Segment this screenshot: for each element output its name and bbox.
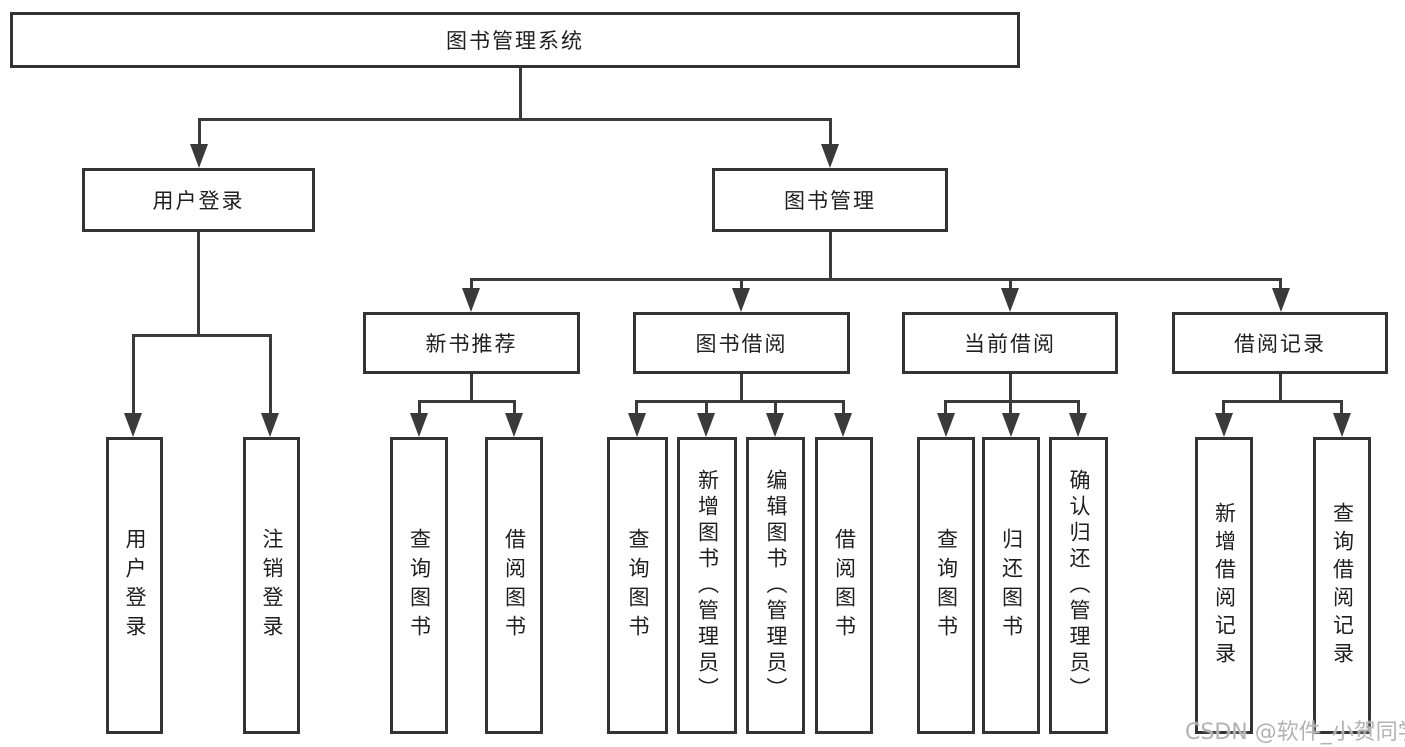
node-user-login: 用户登录 [82,168,315,232]
leaf-borrow-query-book: 查询图书 [607,437,668,734]
connector-line [1009,400,1012,417]
leaf-borrow-borrow-book: 借阅图书 [815,437,873,734]
connector-line [198,118,201,146]
connector-line [470,278,473,292]
leaf-borrow-query-book-label: 查询图书 [626,527,650,644]
leaf-user-login: 用户登录 [106,437,163,734]
node-library-system-label: 图书管理系统 [446,29,584,53]
node-new-book-recommend-label: 新书推荐 [425,332,518,356]
connector-line [1222,400,1343,403]
connector-line [269,334,272,417]
leaf-recommend-borrow-book: 借阅图书 [485,437,543,734]
leaf-user-login-label: 用户登录 [123,527,147,644]
leaf-record-add-borrow-record-label: 新增借阅记录 [1212,501,1237,670]
node-user-login-label: 用户登录 [152,189,245,213]
leaf-record-query-borrow-record-label: 查询借阅记录 [1330,501,1355,670]
arrow-down-icon [834,413,852,437]
connector-line [1279,278,1282,292]
connector-line [740,278,743,292]
connector-line [1009,278,1012,292]
connector-line [635,400,638,417]
leaf-borrow-add-book-admin: 新增图书（管理员） [677,437,737,734]
connector-line [740,374,743,403]
arrow-down-icon [1001,288,1019,312]
connector-line [470,278,1282,281]
leaf-recommend-borrow-book-label: 借阅图书 [502,527,527,644]
leaf-borrow-borrow-book-label: 借阅图书 [832,527,857,644]
leaf-borrow-edit-book-admin-label: 编辑图书（管理员） [764,468,788,703]
connector-line [842,400,845,417]
connector-line [132,334,135,417]
connector-line [198,118,832,121]
arrow-down-icon [937,413,955,437]
connector-line [1340,400,1343,417]
arrow-down-icon [766,413,784,437]
leaf-record-query-borrow-record: 查询借阅记录 [1313,437,1371,734]
arrow-down-icon [1272,288,1290,312]
leaf-current-confirm-return-admin-label: 确认归还（管理员） [1067,468,1091,703]
leaf-current-confirm-return-admin: 确认归还（管理员） [1049,437,1108,734]
connector-line [470,374,473,403]
arrow-down-icon [124,413,142,437]
connector-line [829,118,832,146]
connector-line [1009,374,1012,403]
node-current-borrow-label: 当前借阅 [964,332,1056,356]
arrow-down-icon [410,413,428,437]
arrow-down-icon [462,288,480,312]
node-book-management: 图书管理 [712,168,948,232]
arrow-down-icon [1215,413,1233,437]
leaf-logout-login-label: 注销登录 [260,527,284,644]
csdn-watermark: CSDN @软件_小贺同学 [1185,720,1405,745]
leaf-recommend-query-book-label: 查询图书 [407,527,432,644]
arrow-down-icon [190,144,208,168]
connector-line [197,232,200,337]
node-current-borrow: 当前借阅 [902,312,1118,374]
connector-line [132,334,272,337]
arrow-down-icon [1333,413,1351,437]
connector-line [944,400,947,417]
leaf-recommend-query-book: 查询图书 [390,437,448,734]
node-book-management-label: 图书管理 [784,189,876,213]
connector-line [774,400,777,417]
leaf-current-query-book-label: 查询图书 [934,527,959,644]
connector-line [944,400,1080,403]
connector-line [635,400,845,403]
connector-line [519,68,522,121]
arrow-down-icon [821,144,839,168]
arrow-down-icon [697,413,715,437]
connector-line [418,400,421,417]
connector-line [1279,374,1282,403]
arrow-down-icon [732,288,750,312]
connector-line [829,232,832,281]
leaf-current-query-book: 查询图书 [917,437,975,734]
leaf-current-return-book-label: 归还图书 [999,527,1024,644]
leaf-borrow-edit-book-admin: 编辑图书（管理员） [746,437,805,734]
node-borrow-record-label: 借阅记录 [1234,332,1326,356]
arrow-down-icon [1069,413,1087,437]
leaf-current-return-book: 归还图书 [982,437,1040,734]
leaf-record-add-borrow-record: 新增借阅记录 [1195,437,1253,734]
arrow-down-icon [261,413,279,437]
connector-line [705,400,708,417]
leaf-borrow-add-book-admin-label: 新增图书（管理员） [695,468,720,703]
arrow-down-icon [628,413,646,437]
connector-line [1222,400,1225,417]
node-book-borrow: 图书借阅 [633,312,850,374]
node-new-book-recommend: 新书推荐 [363,312,580,374]
leaf-logout-login: 注销登录 [243,437,300,734]
arrow-down-icon [505,413,523,437]
connector-line [418,400,516,403]
node-borrow-record: 借阅记录 [1172,312,1388,374]
node-book-borrow-label: 图书借阅 [695,332,788,356]
connector-line [513,400,516,417]
arrow-down-icon [1002,413,1020,437]
node-library-system: 图书管理系统 [10,12,1020,68]
connector-line [1077,400,1080,417]
